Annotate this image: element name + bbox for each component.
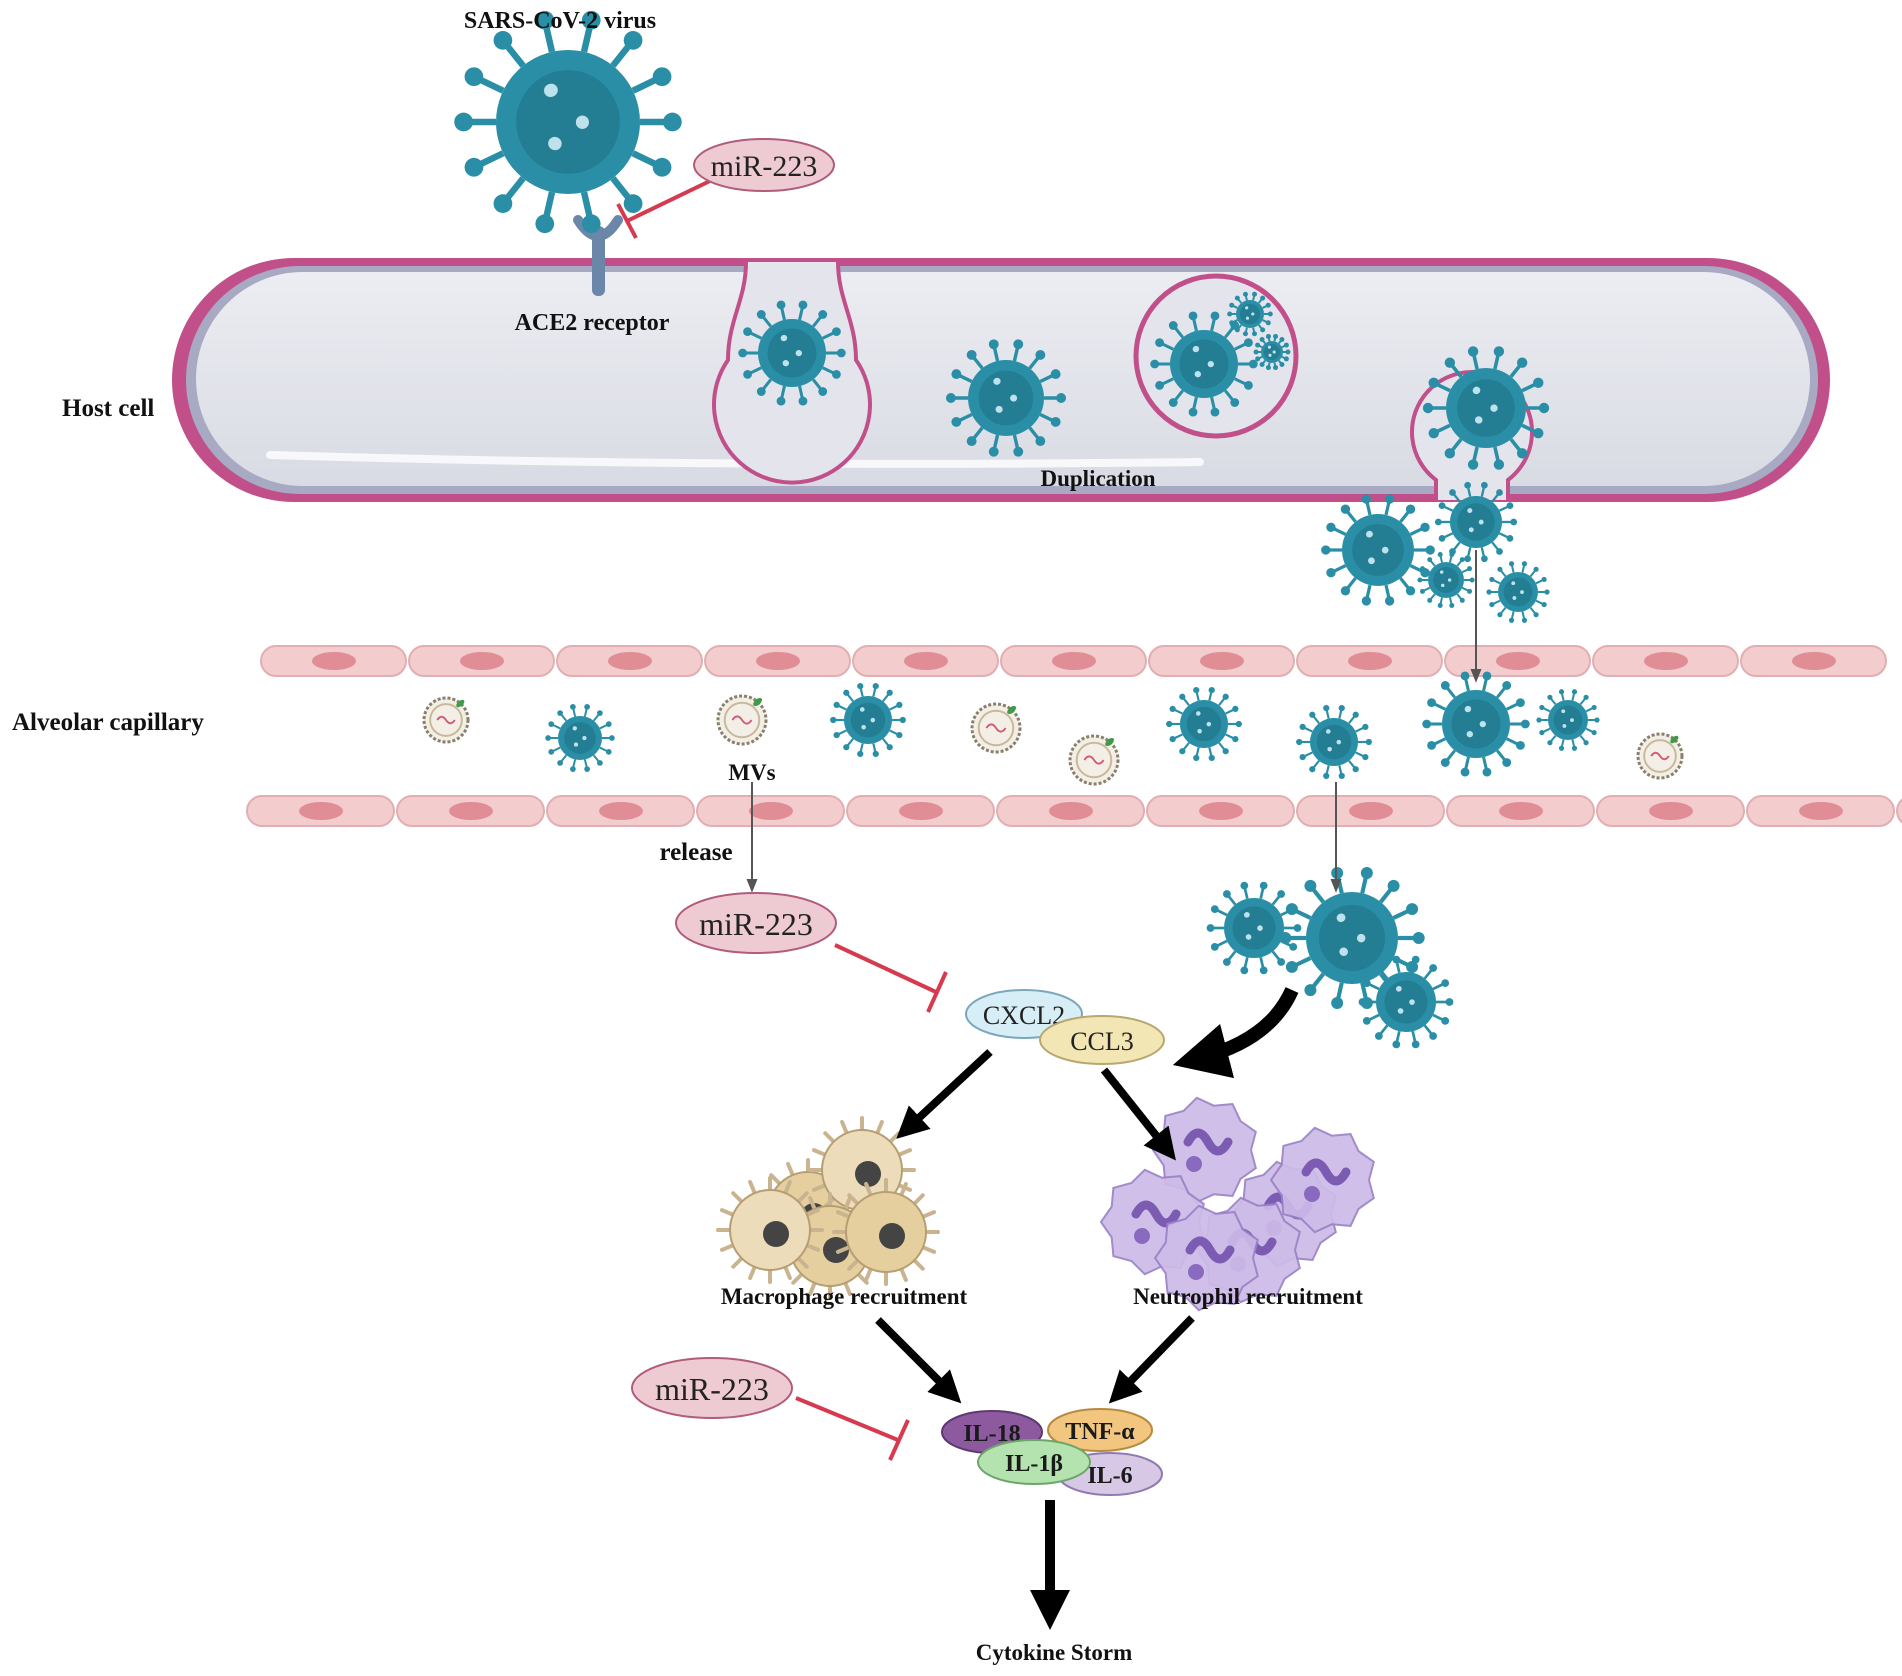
inhibit-line-bottom <box>795 1396 899 1442</box>
virus-capillary <box>1166 686 1242 762</box>
mir223-middle: miR-223 <box>675 892 837 954</box>
il1b-badge <box>977 1439 1091 1485</box>
tnfa-label: TNF-α <box>1065 1419 1135 1445</box>
macrophage-label: Macrophage recruitment <box>721 1284 968 1309</box>
inhibit-line-middle <box>834 943 937 994</box>
release-label: release <box>659 839 732 866</box>
ccl3-label: CCL3 <box>1070 1027 1134 1056</box>
mir223-bottom-label: miR-223 <box>655 1371 769 1407</box>
virus-released <box>1434 481 1518 563</box>
virus-extravasated <box>1358 955 1454 1049</box>
capillary-bottom-nucleus <box>1199 802 1243 820</box>
inhibit-line-top <box>626 178 713 223</box>
capillary-top-nucleus <box>460 652 504 670</box>
host-cell-highlight <box>266 451 1204 468</box>
mvs-label: MVs <box>728 760 775 785</box>
microvesicle <box>422 696 470 744</box>
macrophage <box>832 1178 940 1286</box>
arrow-neutrophil-to-cytokines <box>1108 1315 1195 1404</box>
capillary-bottom-nucleus <box>299 802 343 820</box>
capillary-top-nucleus <box>756 652 800 670</box>
virus-replicating-small <box>1227 291 1273 337</box>
virus-endocytosed <box>738 300 846 406</box>
microvesicles <box>422 694 1684 786</box>
capillary-top-nucleus <box>1496 652 1540 670</box>
microvesicle <box>1636 732 1684 780</box>
capillary-label: Alveolar capillary <box>12 709 204 736</box>
capillary-bottom-nucleus <box>599 802 643 820</box>
microvesicle <box>970 702 1022 754</box>
capillary-wall-top <box>260 645 1887 677</box>
virus-released <box>1486 561 1550 623</box>
virus-capillary <box>830 682 906 758</box>
host-cell-label: Host cell <box>62 395 154 422</box>
cytokine-cluster: IL-18 TNF-α IL-6 IL-1β <box>941 1408 1163 1496</box>
host-cell <box>172 258 1830 502</box>
neutrophil-cells <box>1099 1096 1375 1312</box>
virus-label: SARS-CoV-2 virus <box>464 8 656 34</box>
capillary-wall-bottom <box>246 795 1902 827</box>
virus-particles <box>454 10 1600 1049</box>
virus-uncoating <box>945 339 1067 457</box>
virus-capillary <box>545 704 615 772</box>
duplication-label: Duplication <box>1040 466 1155 491</box>
capillary-bottom-nucleus <box>449 802 493 820</box>
capillary-bottom-nucleus <box>1049 802 1093 820</box>
capillary-bottom-cell <box>1896 798 1902 824</box>
capillary-top-nucleus <box>1644 652 1688 670</box>
microvesicle <box>716 694 768 746</box>
il1b-label: IL-1β <box>1005 1451 1063 1477</box>
virus-replicating-small <box>1253 333 1291 371</box>
mir223-middle-label: miR-223 <box>699 906 813 942</box>
neutrophil <box>1269 1126 1375 1234</box>
cytokine-storm-label: Cytokine Storm <box>976 1640 1133 1665</box>
capillary-top-nucleus <box>608 652 652 670</box>
capillary-bottom-nucleus <box>1499 802 1543 820</box>
virus-extravasated <box>1206 881 1302 975</box>
inhibit-bar-bottom <box>888 1419 910 1461</box>
microvesicle <box>1068 734 1120 786</box>
capillary-bottom-nucleus <box>1799 802 1843 820</box>
arrow-to-macrophage <box>896 1049 993 1139</box>
capillary-bottom-nucleus <box>749 802 793 820</box>
virus-capillary <box>1536 689 1600 751</box>
tnfa-badge <box>1047 1408 1153 1452</box>
inhibit-bar-middle <box>926 971 948 1013</box>
mir223-top-label: miR-223 <box>711 150 818 183</box>
virus-capillary <box>1296 704 1372 780</box>
mir223-top: miR-223 <box>693 138 835 192</box>
capillary-top-nucleus <box>312 652 356 670</box>
mir223-bottom: miR-223 <box>631 1357 793 1419</box>
macrophage <box>716 1176 824 1284</box>
receptor-label: ACE2 receptor <box>515 310 670 336</box>
ccl3-badge <box>1039 1015 1165 1065</box>
arrow-virus-to-chemokines <box>1172 987 1299 1079</box>
virus-sars-cov-2 <box>454 10 682 234</box>
capillary-bottom-nucleus <box>899 802 943 820</box>
capillary-top-nucleus <box>1200 652 1244 670</box>
capillary-top-nucleus <box>1792 652 1836 670</box>
inhibit-bar-top <box>616 203 638 239</box>
capillary-bottom-nucleus <box>1649 802 1693 820</box>
arrow-macrophage-to-cytokines <box>875 1317 962 1404</box>
chemokine-cluster: CXCL2 CCL3 <box>965 989 1165 1065</box>
capillary-bottom-nucleus <box>1349 802 1393 820</box>
capillary-top-nucleus <box>1052 652 1096 670</box>
il6-label: IL-6 <box>1087 1463 1132 1489</box>
capillary-top-nucleus <box>904 652 948 670</box>
virus-replicating <box>1150 311 1258 417</box>
arrow-to-neutrophil <box>1100 1067 1176 1161</box>
virus-budding <box>1422 346 1550 470</box>
neutrophil-label: Neutrophil recruitment <box>1133 1284 1363 1309</box>
virus-released <box>1321 494 1435 606</box>
macrophage-cells <box>716 1116 940 1300</box>
capillary-top-nucleus <box>1348 652 1392 670</box>
ace2-receptor <box>573 215 623 296</box>
virus-released <box>1417 552 1475 608</box>
neutrophil <box>1153 1204 1259 1312</box>
virus-capillary <box>1422 671 1530 777</box>
